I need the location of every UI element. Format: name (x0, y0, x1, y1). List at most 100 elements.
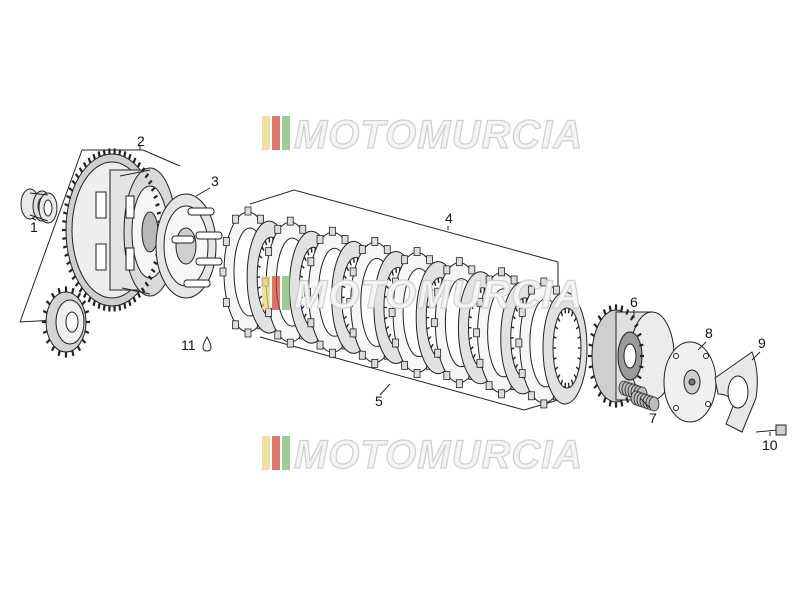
plate-spline (345, 323, 350, 328)
clutch-plate-stack (219, 206, 588, 409)
gear-tooth (68, 187, 74, 192)
watermark-text: MOTOMURCIA (294, 433, 583, 477)
part-11-oil-drop-icon (202, 335, 212, 352)
gear-tooth (64, 253, 69, 258)
plate-spline (573, 317, 577, 322)
gear-tooth (590, 375, 595, 380)
gear-tooth (140, 167, 146, 173)
gear-tooth (153, 194, 158, 200)
gear-tooth (630, 315, 635, 321)
plate-spline (264, 240, 268, 246)
plate-spline (518, 301, 521, 307)
plate-spline (384, 295, 388, 299)
plate-tab (244, 206, 252, 216)
callout-2: 2 (137, 133, 145, 149)
plate-tab (455, 379, 463, 389)
plate-spline (560, 379, 564, 385)
plate-spline (514, 363, 519, 369)
gear-tooth (97, 303, 101, 309)
plate-spline (427, 295, 432, 300)
plate-tab (518, 369, 526, 378)
gear-tooth (140, 287, 146, 293)
callout-11: 11 (181, 337, 196, 353)
gear-tooth (66, 194, 71, 200)
gear-tooth (84, 330, 90, 335)
drive-gear-teeth (42, 286, 90, 358)
gear-tooth (633, 323, 639, 329)
plate-spline (468, 315, 473, 319)
gear-tooth (81, 338, 87, 344)
plate-tab (401, 255, 408, 265)
plate-tab (232, 320, 239, 330)
plate-spline (430, 287, 434, 292)
callout-1: 1 (30, 219, 38, 235)
plate-tab (434, 348, 442, 358)
gear-tooth (57, 350, 61, 357)
callout-10: 10 (762, 437, 778, 453)
gear-tooth (123, 151, 127, 157)
plate-tab (455, 257, 463, 267)
gear-tooth (50, 345, 56, 352)
callout-4: 4 (445, 210, 453, 226)
part-9-three-arm-plate (714, 351, 758, 433)
gear-tooth (87, 296, 92, 303)
callout-5: 5 (375, 393, 383, 409)
gear-tooth (42, 330, 48, 335)
gear-tooth (87, 157, 92, 164)
plate-tab (371, 236, 379, 246)
gear-tooth (637, 375, 642, 380)
callout-9: 9 (758, 335, 766, 351)
plate-spline (299, 275, 304, 278)
plate-tab (540, 399, 548, 409)
leader-lines (31, 146, 771, 436)
gear-tooth (102, 149, 106, 156)
plate-spline (257, 286, 261, 289)
plate-tab (232, 214, 239, 224)
plate-spline (341, 285, 346, 289)
callouts: 1 2 3 4 5 6 7 8 9 10 11 (30, 133, 778, 453)
plate-spline (427, 336, 432, 340)
gear-tooth (144, 281, 150, 287)
plate-tab (265, 247, 273, 257)
plate-spline (557, 317, 561, 322)
callout-6: 6 (630, 294, 638, 310)
plate-spline (301, 265, 305, 269)
plate-tab (392, 338, 399, 348)
gear-tooth (62, 211, 68, 215)
plate-tab (401, 360, 408, 370)
plate-spline (430, 343, 434, 349)
plate-tab (219, 267, 227, 277)
gear-tooth (593, 323, 599, 329)
plate-spline (554, 366, 559, 371)
plate-tab (527, 391, 535, 401)
plate-tab (498, 267, 506, 277)
gear-tooth (608, 305, 612, 312)
plate-spline (388, 333, 392, 339)
plate-spline (433, 281, 437, 286)
plate-tab (443, 371, 451, 380)
plate-tab (443, 265, 451, 275)
plate-tab (244, 328, 252, 338)
part-3-inner-hub (155, 193, 223, 299)
plate-spline (258, 295, 263, 300)
part-2-clutch-housing (19, 149, 181, 323)
plate-spline (510, 347, 515, 350)
plate-spline (384, 316, 388, 320)
plate-spline (341, 306, 346, 310)
plate-tab (341, 235, 349, 244)
plate-spline (472, 297, 476, 302)
gear-tooth (625, 397, 630, 403)
gear-tooth (593, 383, 599, 389)
plate-spline (349, 260, 352, 266)
gear-tooth (71, 350, 75, 357)
plate-tab (388, 308, 396, 317)
plate-spline (514, 307, 519, 312)
plate-tab (476, 358, 484, 368)
plate-spline (391, 270, 395, 276)
gear-tooth (639, 343, 644, 347)
plate-tab (346, 297, 354, 307)
gear-tooth (602, 309, 607, 315)
part-1-needle-bearing (20, 188, 58, 224)
part-7-springs (618, 380, 660, 412)
clutch-spring (630, 390, 660, 412)
